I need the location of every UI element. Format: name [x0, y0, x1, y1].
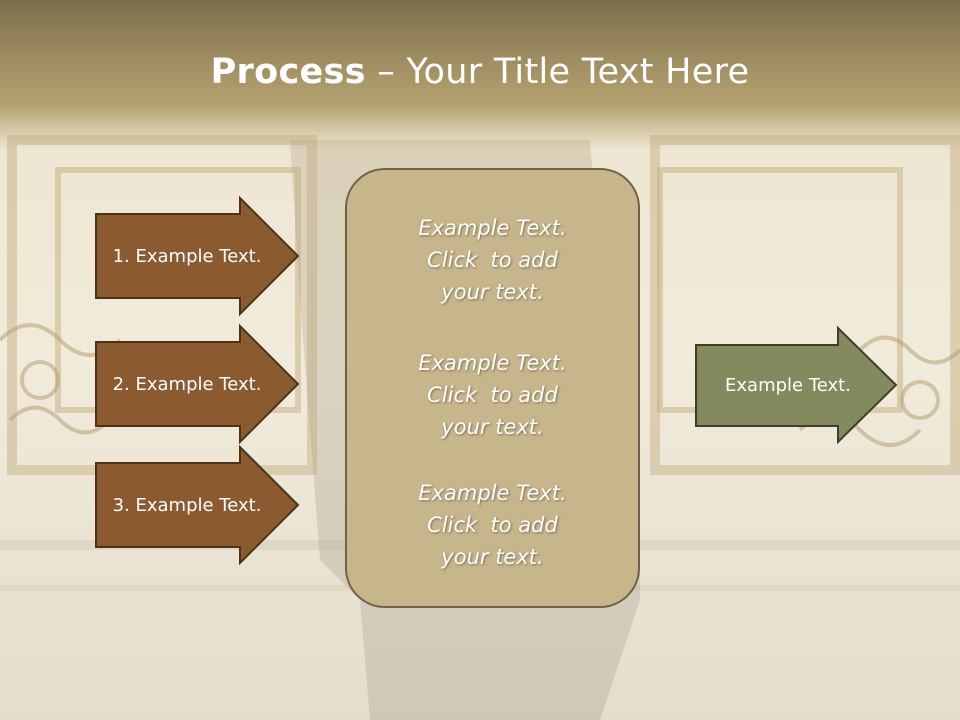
- center-block-2-line1: Example Text.: [418, 351, 567, 375]
- center-block-1-line2: Click to add: [427, 248, 558, 272]
- center-text-box[interactable]: [345, 168, 640, 608]
- step-1-label[interactable]: 1. Example Text.: [112, 245, 262, 267]
- title-bold: Process: [210, 52, 366, 92]
- center-block-3-line2: Click to add: [427, 513, 558, 537]
- step-3-arrow: [95, 444, 300, 566]
- slide-title[interactable]: Process – Your Title Text Here: [0, 52, 960, 92]
- center-block-1-line3: your text.: [441, 280, 544, 304]
- title-rest: – Your Title Text Here: [365, 52, 750, 92]
- output-label[interactable]: Example Text.: [725, 375, 851, 396]
- step-1-arrow: [95, 195, 300, 317]
- output-arrow: [695, 325, 898, 445]
- center-block-3-line3: your text.: [441, 545, 544, 569]
- title-band: [0, 0, 960, 150]
- step-2-arrow: [95, 323, 300, 445]
- center-block-2-line3: your text.: [441, 415, 544, 439]
- step-3-label[interactable]: 3. Example Text.: [112, 494, 262, 516]
- center-block-3[interactable]: Example Text. Click to add your text.: [345, 477, 640, 573]
- center-block-1-line1: Example Text.: [418, 216, 567, 240]
- center-block-2-line2: Click to add: [427, 383, 558, 407]
- center-block-2[interactable]: Example Text. Click to add your text.: [345, 347, 640, 443]
- center-block-3-line1: Example Text.: [418, 481, 567, 505]
- center-block-1[interactable]: Example Text. Click to add your text.: [345, 212, 640, 308]
- step-2-label[interactable]: 2. Example Text.: [112, 373, 262, 395]
